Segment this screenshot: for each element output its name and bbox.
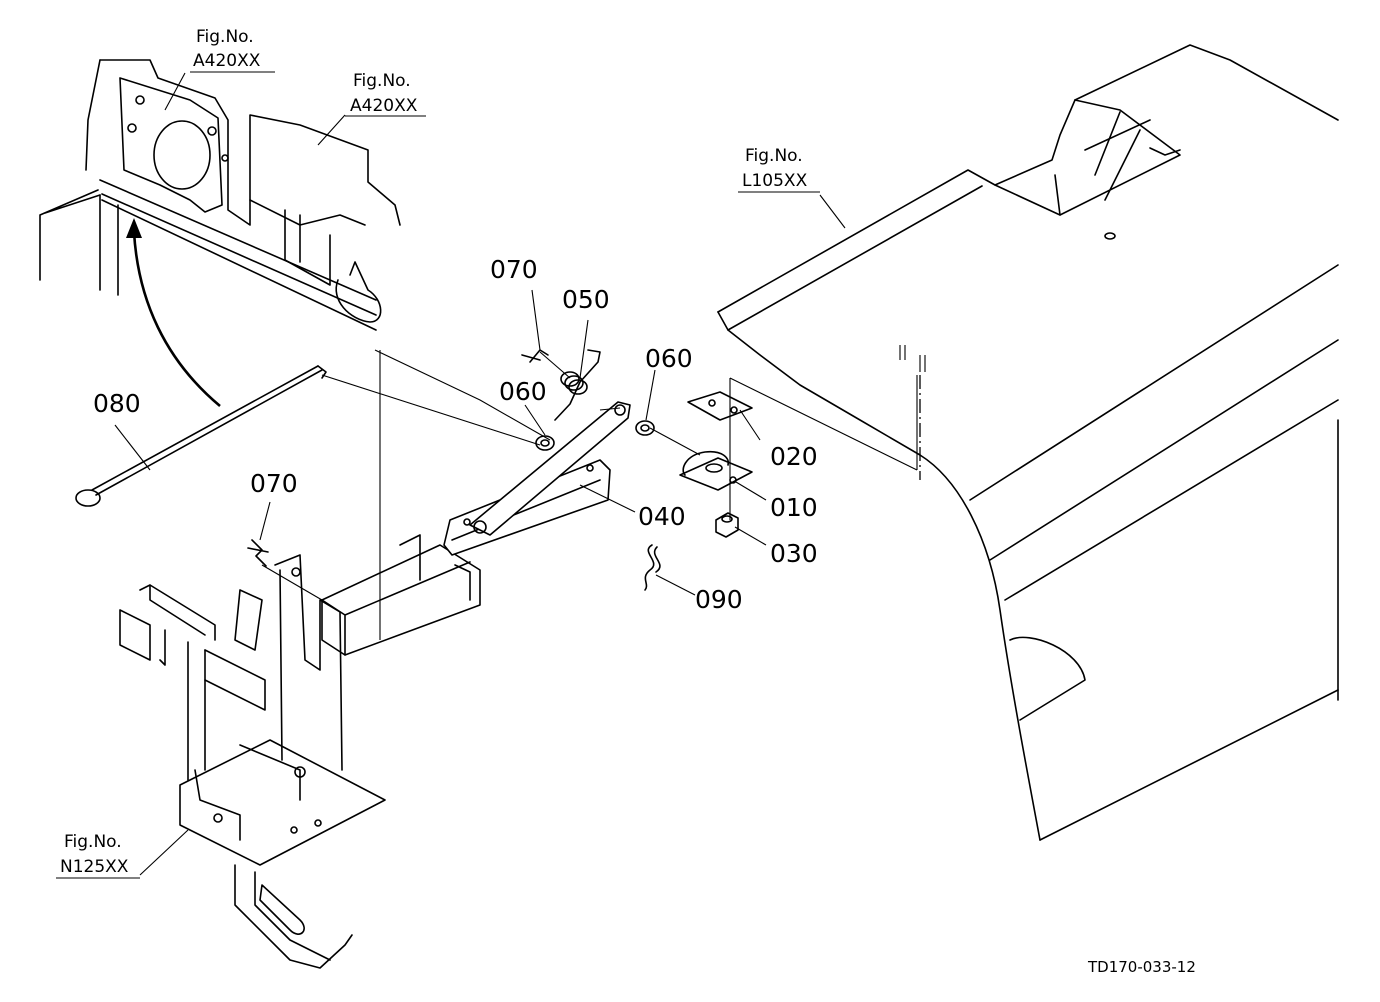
callout-040: 040 [638, 502, 686, 531]
lever-assembly [443, 401, 631, 556]
ref-l105-code: L105XX [742, 171, 808, 191]
callout-070-bottom: 070 [250, 469, 298, 498]
ref-n125: Fig.No. N125XX [56, 832, 140, 879]
nut-030 [715, 512, 739, 538]
ref-a420-left: Fig.No. A420XX [190, 27, 275, 73]
callout-090: 090 [695, 585, 743, 614]
upper-frame-panel [39, 59, 401, 331]
ref-a420-left-code: A420XX [193, 51, 261, 71]
ref-n125-code: N125XX [60, 857, 129, 877]
spring-050 [554, 349, 601, 421]
callout-010: 010 [770, 493, 818, 522]
ref-n125-prefix: Fig.No. [64, 832, 122, 852]
callout-080: 080 [93, 389, 141, 418]
callout-070-top: 070 [490, 255, 538, 284]
washer-060-left [535, 435, 555, 451]
drawing-code: TD170-033-12 [1087, 958, 1196, 976]
callout-030: 030 [770, 539, 818, 568]
ref-l105-prefix: Fig.No. [745, 146, 803, 166]
ref-l105: Fig.No. L105XX [738, 146, 820, 193]
lower-bracket-assembly [119, 534, 481, 969]
cotter-pin-090 [644, 544, 661, 591]
callout-060-right: 060 [645, 344, 693, 373]
ref-a420-right-prefix: Fig.No. [353, 71, 411, 91]
bracket-010 [679, 450, 753, 491]
snap-pin-070-bottom [247, 539, 269, 567]
plate-020 [687, 391, 753, 421]
callout-020: 020 [770, 442, 818, 471]
callout-050: 050 [562, 285, 610, 314]
ref-a420-right-code: A420XX [350, 96, 418, 116]
leader-lines [114, 72, 921, 876]
washer-060-right [635, 420, 655, 436]
hood-body [717, 44, 1339, 841]
ref-a420-right: Fig.No. A420XX [345, 71, 426, 117]
callout-060-left: 060 [499, 377, 547, 406]
ref-a420-left-prefix: Fig.No. [196, 27, 254, 47]
assembly-arrow [126, 218, 221, 407]
